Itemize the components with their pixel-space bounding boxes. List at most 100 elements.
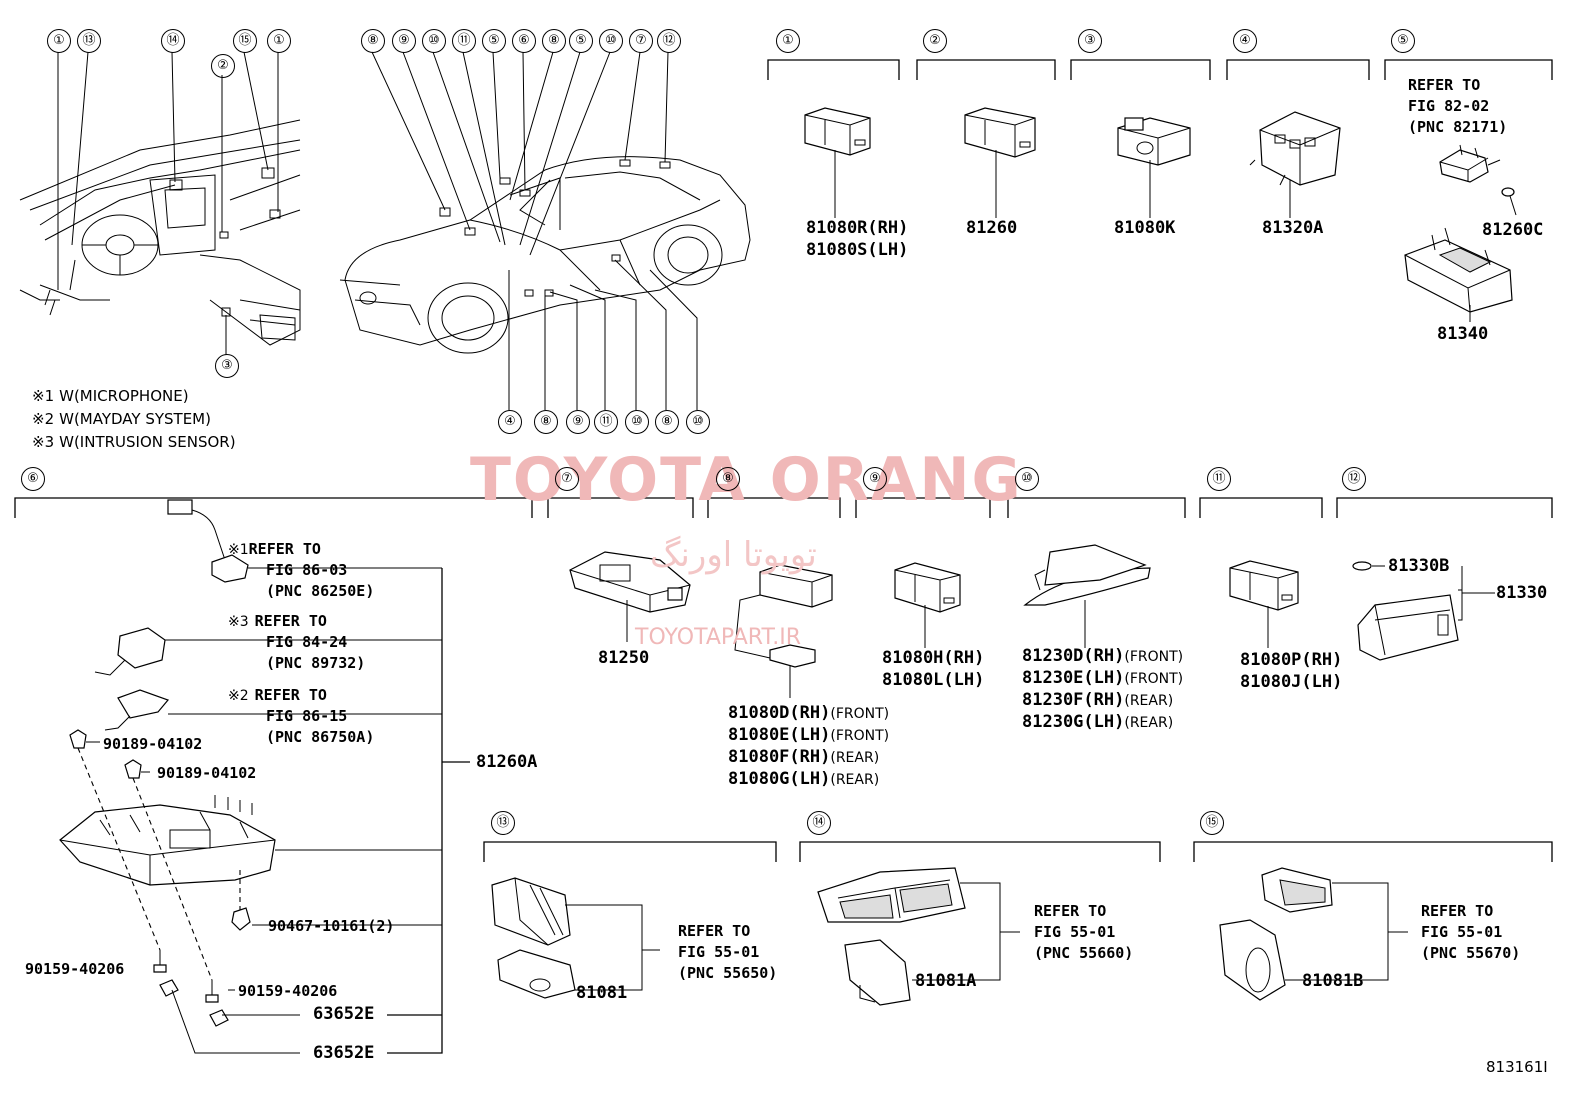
part-number[interactable]: 81080L(LH) bbox=[882, 670, 985, 690]
refer-text: (PNC 55670) bbox=[1421, 944, 1521, 962]
refer-text[interactable]: FIG 55-01 bbox=[1034, 923, 1116, 941]
refer-text: REFER TO bbox=[1408, 76, 1481, 94]
callout-ext-top-2: ⑩ bbox=[422, 29, 446, 53]
callout-interior-2: ② bbox=[211, 54, 235, 78]
callout-group-6: ⑥ bbox=[21, 467, 45, 491]
part-number[interactable]: 63652E bbox=[313, 1043, 375, 1063]
part-number[interactable]: 81260C bbox=[1482, 220, 1544, 240]
part-number[interactable]: 81230G(LH)(REAR) bbox=[1022, 712, 1174, 732]
part-81080K-illustration bbox=[1117, 117, 1191, 218]
refer-text[interactable]: FIG 86-03 bbox=[266, 561, 348, 579]
part-number[interactable]: 90159-40206 bbox=[238, 982, 338, 1000]
part-number[interactable]: 81080F(RH)(REAR) bbox=[728, 747, 880, 767]
part-number[interactable]: 81080D(RH)(FRONT) bbox=[728, 703, 890, 723]
part-number[interactable]: 90189-04102 bbox=[103, 735, 203, 753]
callout-ext-bot-4: ⑩ bbox=[625, 410, 649, 434]
vehicle-illustration bbox=[339, 51, 751, 410]
callout-ext-top-4: ⑤ bbox=[482, 29, 506, 53]
callout-group-12: ⑫ bbox=[1342, 467, 1366, 491]
part-number[interactable]: 90467-10161(2) bbox=[268, 917, 395, 935]
part-number[interactable]: 81230F(RH)(REAR) bbox=[1022, 690, 1174, 710]
interior-dashboard-illustration bbox=[19, 51, 301, 355]
part-number[interactable]: 81230E(LH)(FRONT) bbox=[1022, 668, 1184, 688]
part-81080H-illustration bbox=[894, 562, 961, 648]
part-number[interactable]: 81080P(RH) bbox=[1240, 650, 1343, 670]
part-81081-illustration bbox=[491, 877, 660, 999]
refer-text: REFER TO bbox=[1034, 902, 1107, 920]
refer-text: (PNC 82171) bbox=[1408, 118, 1508, 136]
part-number[interactable]: 81230D(RH)(FRONT) bbox=[1022, 646, 1184, 666]
callout-group-3: ③ bbox=[1078, 29, 1102, 53]
part-number[interactable]: 81080K bbox=[1114, 218, 1176, 238]
part-number[interactable]: 81320A bbox=[1262, 218, 1324, 238]
refer-text[interactable]: FIG 84-24 bbox=[266, 633, 348, 651]
watermark-main: TOYOTA ORANG bbox=[470, 445, 1023, 515]
part-number[interactable]: 81080S(LH) bbox=[806, 240, 909, 260]
part-number[interactable]: 81080E(LH)(FRONT) bbox=[728, 725, 890, 745]
callout-group-8: ⑧ bbox=[716, 467, 740, 491]
callout-interior-1: ① bbox=[47, 29, 71, 53]
part-number[interactable]: 63652E bbox=[313, 1004, 375, 1024]
part-number[interactable]: 81260 bbox=[966, 218, 1018, 238]
part-81330-illustration bbox=[1352, 561, 1495, 661]
group-brackets-middle bbox=[14, 497, 1553, 518]
part-81320A-illustration bbox=[1249, 111, 1341, 218]
callout-ext-top-1: ⑨ bbox=[392, 29, 416, 53]
callout-ext-bot-1: ⑧ bbox=[534, 410, 558, 434]
part-number[interactable]: 81330 bbox=[1496, 583, 1548, 603]
callout-group-4: ④ bbox=[1233, 29, 1257, 53]
part-number[interactable]: 81250 bbox=[598, 648, 650, 668]
part-81081B-illustration bbox=[1219, 867, 1408, 1001]
part-81250-illustration bbox=[569, 551, 691, 642]
part-number[interactable]: 90189-04102 bbox=[157, 764, 257, 782]
part-number[interactable]: 81330B bbox=[1388, 556, 1450, 576]
part-81260C-illustration bbox=[1439, 144, 1517, 216]
group-brackets-bottom bbox=[483, 841, 1553, 862]
part-number[interactable]: 81080J(LH) bbox=[1240, 672, 1343, 692]
callout-ext-top-8: ⑩ bbox=[599, 29, 623, 53]
callout-interior-13: ⑬ bbox=[77, 29, 101, 53]
part-number[interactable]: 81080G(LH)(REAR) bbox=[728, 769, 880, 789]
part-number[interactable]: 90159-40206 bbox=[25, 960, 125, 978]
refer-text: REFER TO bbox=[678, 922, 751, 940]
part-number[interactable]: 81340 bbox=[1437, 324, 1489, 344]
callout-ext-top-7: ⑤ bbox=[569, 29, 593, 53]
part-number[interactable]: 81080H(RH) bbox=[882, 648, 985, 668]
part-number[interactable]: 81080R(RH) bbox=[806, 218, 909, 238]
refer-text: (PNC 86250E) bbox=[266, 582, 375, 600]
refer-text[interactable]: FIG 55-01 bbox=[1421, 923, 1503, 941]
part-81340-illustration bbox=[1404, 227, 1513, 322]
callout-interior-14: ⑭ bbox=[161, 29, 185, 53]
part-number[interactable]: 81081A bbox=[915, 971, 977, 991]
part-number-assembly[interactable]: 81260A bbox=[476, 752, 538, 772]
part-81080P-illustration bbox=[1229, 560, 1299, 648]
callout-group-1: ① bbox=[776, 29, 800, 53]
refer-text[interactable]: FIG 55-01 bbox=[678, 943, 760, 961]
part-81230D-illustration bbox=[1023, 544, 1151, 648]
callout-interior-3: ③ bbox=[215, 354, 239, 378]
refer-text: (PNC 55650) bbox=[678, 964, 778, 982]
callout-ext-top-0: ⑧ bbox=[361, 29, 385, 53]
callout-ext-bot-6: ⑩ bbox=[686, 410, 710, 434]
refer-text[interactable]: FIG 82-02 bbox=[1408, 97, 1490, 115]
callout-ext-bot-3: ⑪ bbox=[594, 410, 618, 434]
callout-interior-15: ⑮ bbox=[233, 29, 257, 53]
callout-group-2: ② bbox=[923, 29, 947, 53]
callout-group-11: ⑪ bbox=[1207, 467, 1231, 491]
part-number[interactable]: 81081B bbox=[1302, 971, 1364, 991]
figure-code: 813161I bbox=[1486, 1058, 1548, 1076]
group6-illustration bbox=[59, 499, 470, 1054]
part-number[interactable]: 81081 bbox=[576, 983, 628, 1003]
part-81081A-illustration bbox=[817, 867, 1020, 1006]
callout-ext-bot-0: ④ bbox=[498, 410, 522, 434]
refer-text: REFER TO bbox=[1421, 902, 1494, 920]
refer-text[interactable]: FIG 86-15 bbox=[266, 707, 348, 725]
refer-text: (PNC 55660) bbox=[1034, 944, 1134, 962]
callout-ext-top-3: ⑪ bbox=[452, 29, 476, 53]
